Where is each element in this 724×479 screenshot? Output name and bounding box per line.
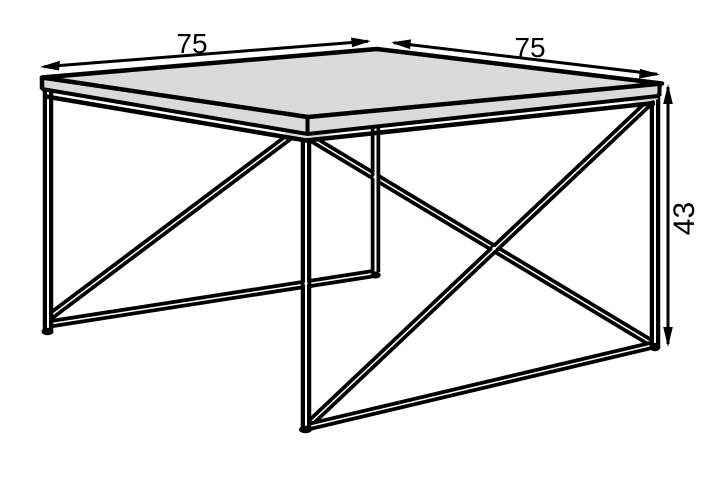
svg-text:75: 75 — [176, 28, 207, 59]
svg-text:43: 43 — [668, 202, 701, 235]
svg-text:75: 75 — [514, 32, 545, 63]
